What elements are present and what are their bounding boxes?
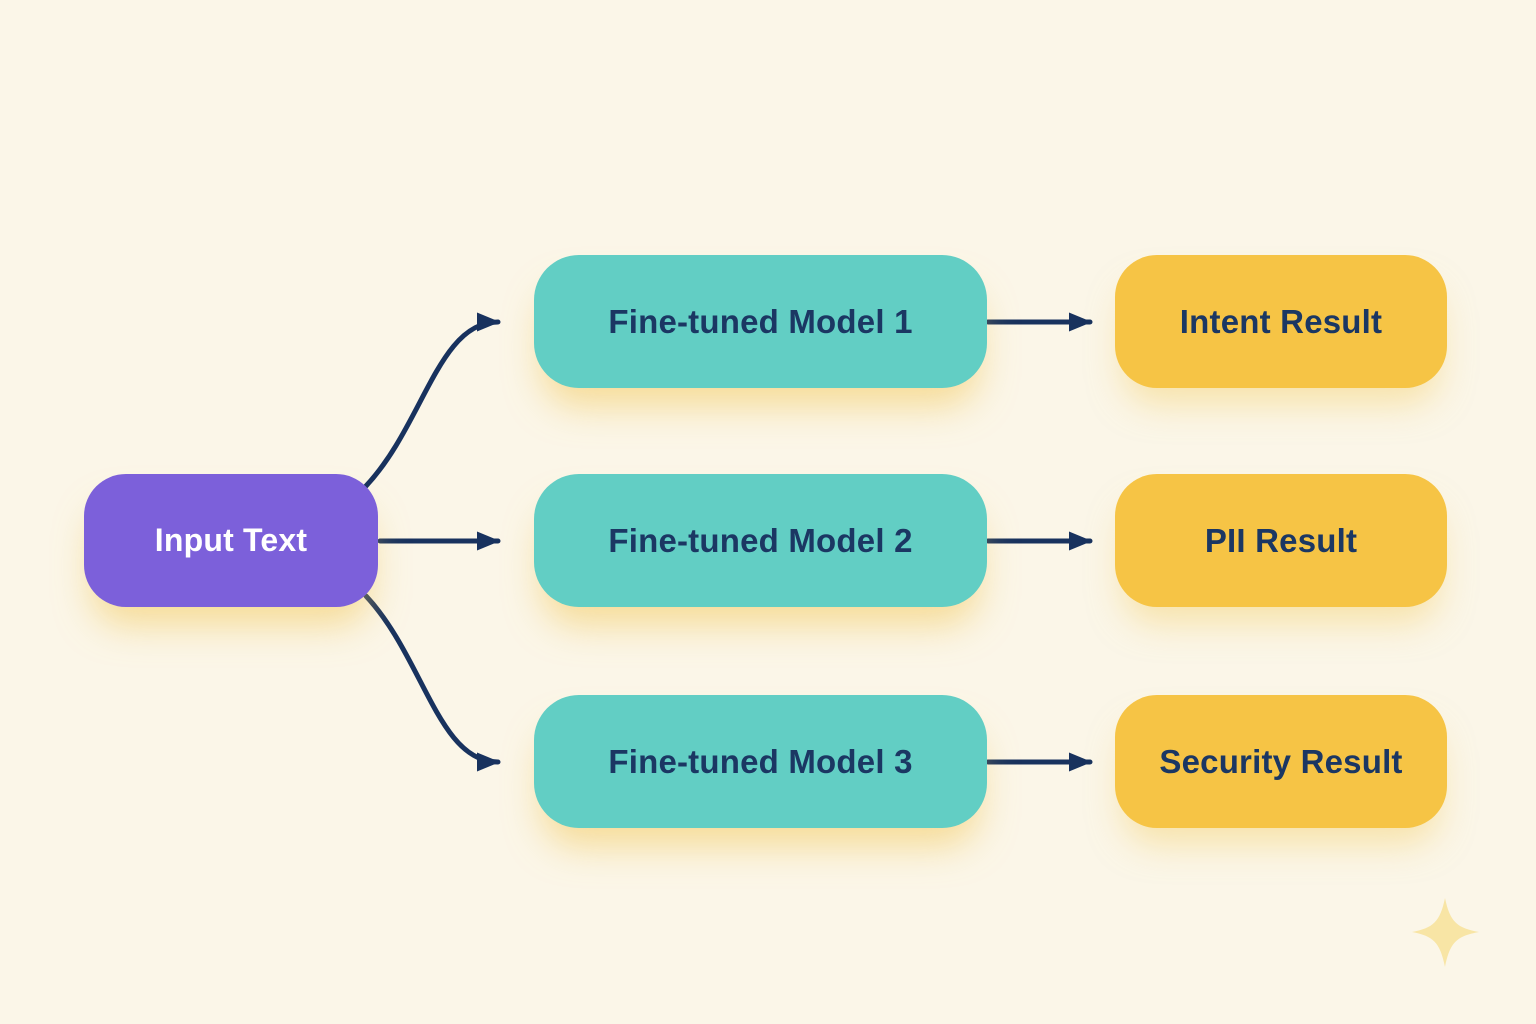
node-fine-tuned-model-3-label: Fine-tuned Model 3 — [608, 742, 913, 780]
node-input-text-label: Input Text — [154, 522, 308, 558]
arrow-input-to-model-3 — [363, 593, 501, 772]
node-security-result-label: Security Result — [1159, 742, 1403, 780]
node-fine-tuned-model-2: Fine-tuned Model 2 — [534, 474, 987, 607]
node-intent-result-label: Intent Result — [1179, 302, 1383, 340]
node-fine-tuned-model-1-label: Fine-tuned Model 1 — [608, 302, 913, 340]
arrow-input-to-model-1 — [363, 312, 501, 489]
node-fine-tuned-model-2-label: Fine-tuned Model 2 — [608, 521, 913, 559]
node-pii-result: PII Result — [1115, 474, 1447, 607]
node-security-result: Security Result — [1115, 695, 1447, 828]
node-fine-tuned-model-3: Fine-tuned Model 3 — [534, 695, 987, 828]
node-input-text: Input Text — [84, 474, 378, 607]
node-pii-result-label: PII Result — [1204, 521, 1358, 559]
sparkle-icon — [1412, 898, 1479, 967]
node-intent-result: Intent Result — [1115, 255, 1447, 388]
node-fine-tuned-model-1: Fine-tuned Model 1 — [534, 255, 987, 388]
